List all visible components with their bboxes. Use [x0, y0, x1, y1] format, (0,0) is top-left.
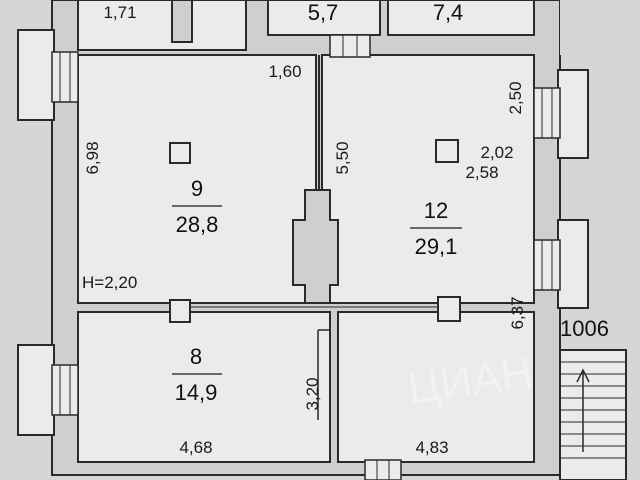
- door-top-center: [329, 34, 371, 58]
- room-corridor[interactable]: [337, 311, 535, 463]
- room-8[interactable]: [77, 311, 331, 463]
- central-stove: [292, 189, 339, 304]
- room-8-number: 8: [190, 344, 202, 369]
- vent-room-8: [169, 299, 191, 323]
- dim-corridor: 1,60: [268, 62, 301, 81]
- dim-right-upper: 2,50: [506, 81, 525, 114]
- apartment-number: 1006: [560, 316, 609, 341]
- window-left-bottom: [17, 344, 79, 436]
- dim-top-left: 1,71: [103, 3, 136, 22]
- dim-right-lower: 6,37: [508, 296, 527, 329]
- room-9-area: 28,8: [176, 212, 219, 237]
- vent-room-9: [169, 142, 191, 164]
- room-5-7[interactable]: [267, 0, 381, 36]
- room-9-number: 9: [191, 176, 203, 201]
- window-left-top: [17, 29, 79, 121]
- vent-room-12: [435, 139, 459, 163]
- dim-bottom-right: 4,83: [415, 438, 448, 457]
- room-7-4-area: 7,4: [433, 0, 464, 25]
- room-9[interactable]: [77, 54, 317, 304]
- ceiling-height: H=2,20: [82, 273, 137, 292]
- staircase: [559, 349, 627, 480]
- top-column: [171, 0, 193, 43]
- window-right-bottom: [533, 219, 589, 309]
- door-bottom: [364, 459, 402, 480]
- room-5-7-area: 5,7: [308, 0, 339, 25]
- vent-room-12-lower: [437, 296, 461, 322]
- dim-partition: 5,50: [333, 141, 352, 174]
- dim-door-height: 3,20: [303, 377, 322, 410]
- room-top-left[interactable]: [77, 0, 247, 51]
- window-right-top: [533, 69, 589, 159]
- room-12-area: 29,1: [415, 234, 458, 259]
- dim-left-height: 6,98: [83, 141, 102, 174]
- room-7-4[interactable]: [387, 0, 535, 36]
- dim-bottom-left: 4,68: [179, 438, 212, 457]
- room-8-area: 14,9: [175, 380, 218, 405]
- dim-vent-b: 2,58: [465, 163, 498, 182]
- room-12[interactable]: [321, 54, 535, 304]
- dim-vent-a: 2,02: [480, 143, 513, 162]
- room-12-number: 12: [424, 198, 448, 223]
- exterior-notch: [560, 0, 640, 55]
